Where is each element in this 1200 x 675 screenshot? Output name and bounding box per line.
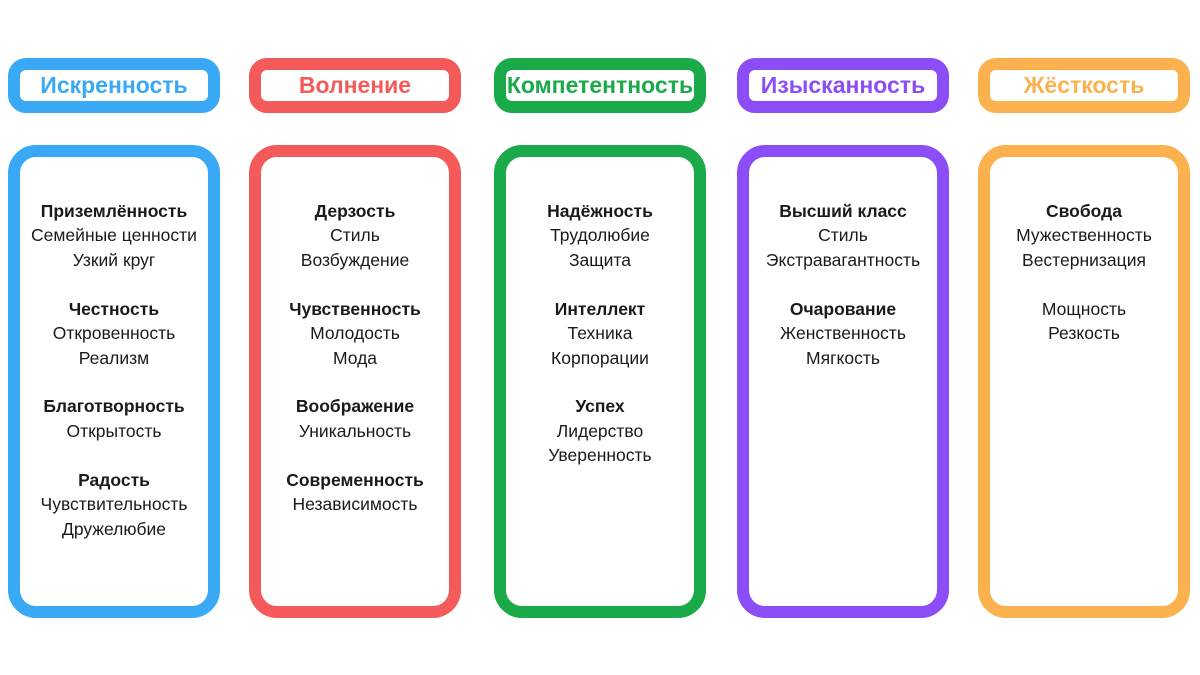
dimension-title: Компетентность xyxy=(494,58,706,113)
trait-facet: Высший класс xyxy=(779,201,907,221)
trait-facet: Приземлённость xyxy=(40,201,188,221)
trait-item: Стиль xyxy=(330,225,380,246)
trait-item: Чувствительность xyxy=(40,494,188,515)
trait-item: Уникальность xyxy=(298,420,412,441)
trait-facet: Воображение xyxy=(295,396,415,417)
trait-item: Лидерство xyxy=(556,420,644,441)
trait-facet: Интеллект xyxy=(554,298,646,319)
trait-item: Мощность xyxy=(1041,298,1127,319)
trait-item: Независимость xyxy=(292,494,418,515)
trait-item: Стиль xyxy=(818,225,868,246)
trait-facet: Современность xyxy=(286,469,424,490)
trait-item: Мужественность xyxy=(1016,225,1152,246)
trait-item: Уверенность xyxy=(548,445,652,466)
trait-facet: Надёжность xyxy=(547,201,653,221)
spacer xyxy=(990,272,1178,296)
trait-facet: Благотворность xyxy=(43,396,185,417)
trait-facet: Радость xyxy=(78,469,150,490)
dimension-title: Искренность xyxy=(8,58,220,113)
trait-item: Женственность xyxy=(780,323,906,344)
trait-facet: Чувственность xyxy=(289,298,421,319)
trait-item: Трудолюбие xyxy=(550,225,650,246)
trait-item: Реализм xyxy=(78,347,150,368)
trait-item: Откровенность xyxy=(52,323,176,344)
trait-item: Защита xyxy=(568,249,632,270)
trait-facet: Успех xyxy=(575,396,625,417)
trait-item: Семейные ценности xyxy=(31,225,197,246)
dimension-title: Изысканность xyxy=(737,58,949,113)
trait-item: Вестернизация xyxy=(1022,249,1146,270)
trait-item: Мягкость xyxy=(806,347,880,368)
dimension-title: Жёсткость xyxy=(978,58,1190,113)
trait-item: Техника xyxy=(567,323,633,344)
trait-facet: Свобода xyxy=(1046,201,1122,221)
trait-item: Молодость xyxy=(310,323,400,344)
trait-facet: Дерзость xyxy=(314,201,396,221)
trait-item: Открытость xyxy=(66,420,162,441)
trait-item: Дружелюбие xyxy=(61,518,167,539)
trait-item: Узкий круг xyxy=(72,249,156,270)
trait-item: Мода xyxy=(332,347,378,368)
trait-facet: Честность xyxy=(68,298,160,319)
trait-item: Резкость xyxy=(1048,323,1120,344)
trait-item: Корпорации xyxy=(551,347,649,368)
trait-item: Экстравагантность xyxy=(765,249,921,270)
trait-facet: Очарование xyxy=(789,298,897,319)
trait-item: Возбуждение xyxy=(300,249,410,270)
dimension-title: Волнение xyxy=(249,58,461,113)
